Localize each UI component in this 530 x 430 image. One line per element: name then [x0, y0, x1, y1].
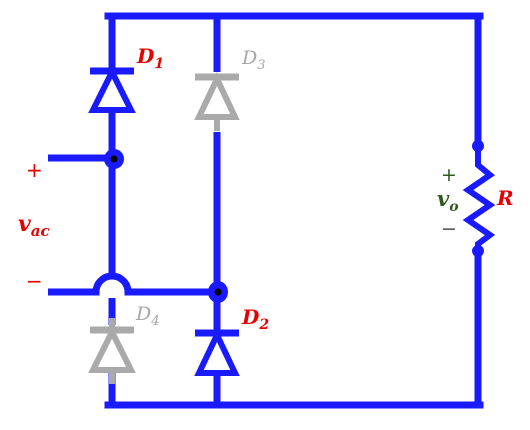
diode-d1: [88, 65, 136, 113]
label-vo-minus: −: [441, 218, 457, 240]
resistor-r: [462, 140, 496, 257]
vac-minus-lead: [48, 272, 217, 296]
label-d2: D2: [241, 305, 269, 333]
diode-d4: [88, 318, 136, 384]
label-d1: D1: [136, 44, 164, 72]
label-r: R: [496, 186, 514, 210]
diode-d3: [194, 71, 240, 131]
label-vo-plus: +: [441, 164, 457, 186]
label-vac-minus: −: [26, 269, 43, 293]
label-vo: vo: [437, 186, 459, 215]
label-vac-plus: +: [26, 158, 43, 182]
label-d4: D4: [135, 303, 160, 329]
diode-d2: [194, 327, 240, 376]
label-d3: D3: [241, 47, 266, 73]
label-vac: vac: [18, 211, 50, 240]
